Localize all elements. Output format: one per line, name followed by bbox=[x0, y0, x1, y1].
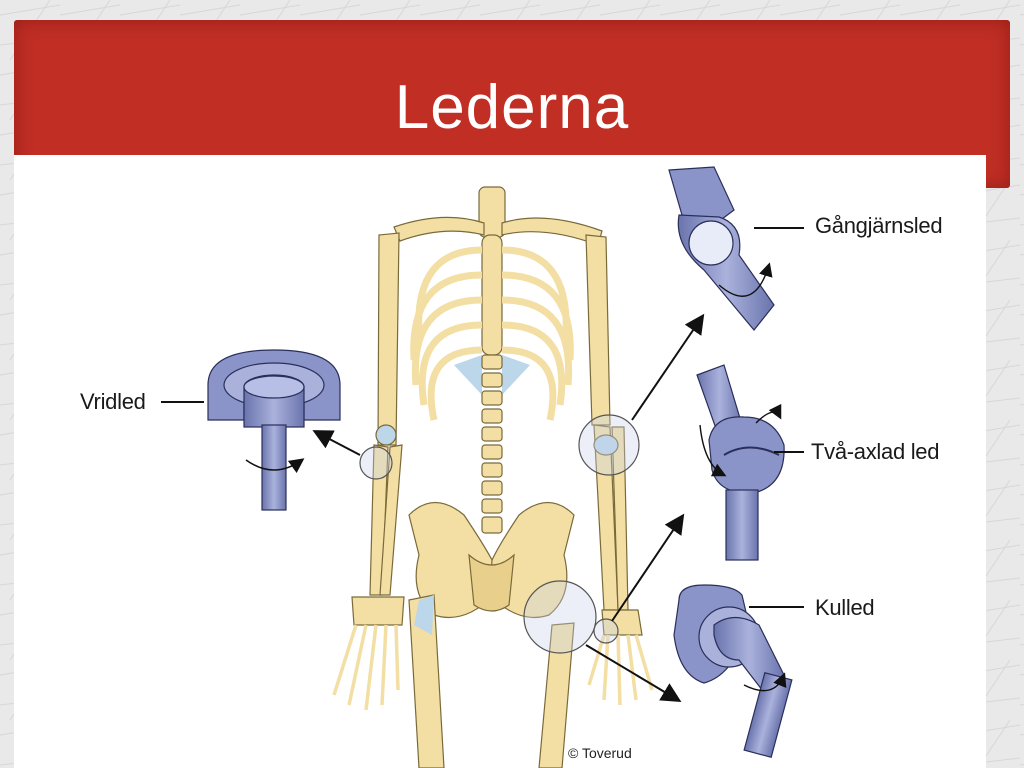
ribs-left bbox=[410, 246, 483, 421]
pivot-joint-illustration bbox=[207, 349, 341, 511]
skeleton bbox=[332, 186, 654, 768]
label-hinge-joint: Gångjärnsled bbox=[815, 213, 943, 238]
right-fingers bbox=[587, 634, 654, 706]
skeleton-joints-illustration bbox=[161, 166, 804, 768]
wrist-highlight bbox=[593, 618, 619, 644]
rib-cartilage bbox=[454, 355, 530, 395]
left-ulna bbox=[379, 444, 403, 596]
elbow-highlight bbox=[359, 446, 393, 480]
hinge-joint-illustration bbox=[668, 166, 775, 331]
ball-joint-illustration bbox=[673, 584, 793, 758]
right-elbow-cartilage bbox=[593, 434, 619, 456]
left-humerus bbox=[377, 232, 400, 446]
hip-highlight bbox=[523, 580, 597, 654]
ribs-right bbox=[501, 246, 574, 421]
right-wrist bbox=[601, 609, 643, 636]
biaxial-joint-illustration bbox=[696, 364, 785, 561]
left-femur bbox=[408, 594, 445, 768]
sacrum bbox=[468, 553, 515, 612]
copyright-text: © Toverud bbox=[568, 745, 632, 761]
sternum bbox=[481, 234, 503, 356]
spine bbox=[481, 354, 503, 534]
label-biaxial-joint: Två-axlad led bbox=[811, 439, 940, 464]
slide-title: Lederna bbox=[394, 73, 630, 142]
right-elbow-highlight bbox=[578, 414, 640, 476]
right-humerus bbox=[585, 234, 611, 426]
label-pivot-joint: Vridled bbox=[80, 389, 146, 414]
label-ball-joint: Kulled bbox=[815, 595, 875, 620]
left-wrist bbox=[351, 596, 405, 626]
left-fingers bbox=[332, 624, 400, 711]
left-clavicle bbox=[393, 216, 485, 242]
right-femur bbox=[538, 622, 575, 768]
joint-highlights bbox=[359, 414, 640, 654]
left-elbow-cartilage bbox=[375, 424, 397, 446]
pointer-arrows bbox=[312, 313, 705, 703]
